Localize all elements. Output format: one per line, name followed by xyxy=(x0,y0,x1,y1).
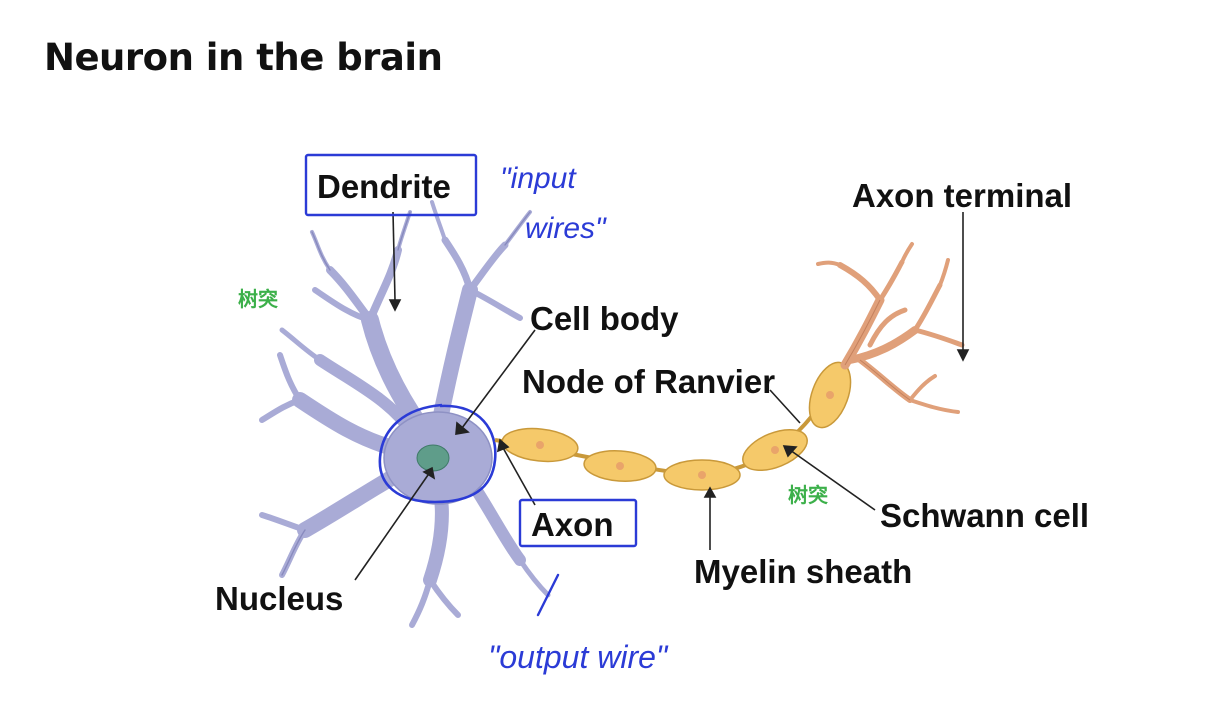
dendrite-highlight-box xyxy=(304,153,478,217)
annotation-input-wires-line1: "input xyxy=(500,162,577,195)
nucleus xyxy=(416,444,450,472)
terminal-outline xyxy=(844,299,911,401)
label-nucleus: Nucleus xyxy=(215,580,343,617)
label-schwann-cell: Schwann cell xyxy=(880,497,1089,534)
label-node-of-ranvier: Node of Ranvier xyxy=(522,363,775,400)
label-cell-body: Cell body xyxy=(530,300,679,337)
soma-highlight-circle xyxy=(378,403,497,504)
annotation-input-wires-line2: wires" xyxy=(525,212,607,245)
schwann-nuclei xyxy=(536,391,834,479)
annotation-chinese-right: 树突 xyxy=(788,483,828,507)
axon-terminal-branches xyxy=(816,242,965,414)
dendrites xyxy=(259,200,551,628)
page-title: Neuron in the brain xyxy=(44,36,443,79)
axon-highlight-box xyxy=(518,498,638,548)
dendrite-outlines xyxy=(281,211,531,576)
annotation-chinese-left: 树突 xyxy=(238,287,278,311)
label-axon: Axon xyxy=(531,506,614,543)
label-dendrite: Dendrite xyxy=(317,168,451,205)
pointer-lines xyxy=(354,211,970,581)
output-wire-stroke xyxy=(536,573,560,617)
annotation-output-wire: "output wire" xyxy=(488,639,669,675)
label-axon-terminal: Axon terminal xyxy=(852,177,1072,214)
label-myelin-sheath: Myelin sheath xyxy=(694,553,912,590)
